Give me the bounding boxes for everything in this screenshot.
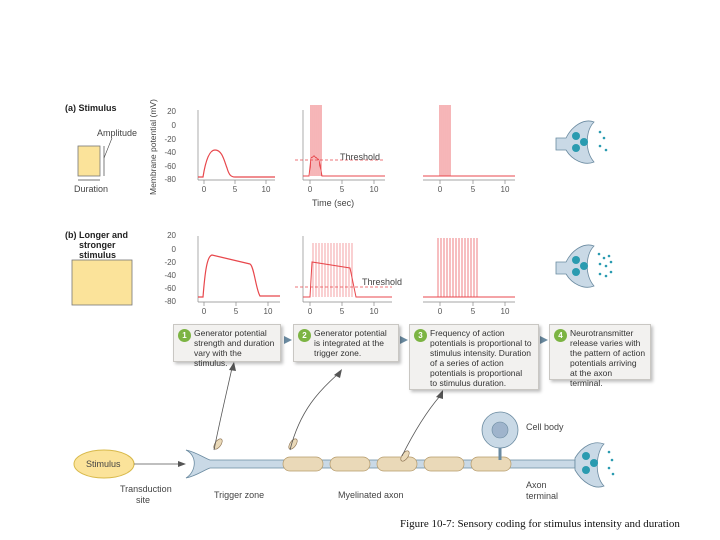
step-badge: 1: [178, 329, 191, 342]
step-text: release varies with: [570, 338, 641, 348]
x-axis-label: Time (sec): [312, 198, 355, 208]
panel-b-label: (b) Longer and: [65, 230, 128, 240]
myelinated-axon-label: Myelinated axon: [338, 490, 404, 500]
step-text: Neurotransmitter: [570, 328, 634, 338]
x-tick: 5: [233, 307, 239, 316]
x-tick: 5: [339, 307, 345, 316]
x-tick: 10: [500, 185, 510, 194]
axon-terminal-a: [555, 120, 608, 164]
x-tick: 10: [261, 185, 271, 194]
threshold-label-b: Threshold: [362, 277, 403, 287]
x-tick: 10: [369, 185, 379, 194]
step-text: potentials is proportional: [430, 368, 523, 378]
sensory-neuron: [73, 411, 615, 488]
generator-potential-a: [198, 149, 275, 178]
generator-potential-b: [198, 254, 280, 298]
x-tick: 0: [307, 185, 313, 194]
graph-a2: [302, 110, 385, 184]
stimulus-block-b: [71, 259, 133, 306]
x-tick: 0: [437, 185, 443, 194]
step-badge: 4: [554, 329, 567, 342]
y-tick: -60: [164, 284, 176, 293]
stimulus-label: Stimulus: [86, 459, 121, 469]
step-text: Generator potential: [314, 328, 387, 338]
transduction-label: Transduction: [120, 484, 172, 494]
panel-b-label-3: stimulus: [79, 250, 117, 260]
step-box-3: 3 Frequency of action potentials is prop…: [409, 324, 539, 390]
x-tick: 5: [339, 185, 345, 194]
y-tick: 20: [167, 231, 176, 240]
transduction-label-2: site: [136, 495, 151, 505]
y-tick: -60: [164, 162, 176, 171]
graph-a3: [423, 179, 515, 184]
y-tick: 0: [171, 245, 176, 254]
trigger-zone-label: Trigger zone: [214, 490, 265, 500]
graph-a1: [197, 110, 275, 184]
axon-terminal-label-2: terminal: [526, 491, 559, 501]
y-tick: -20: [164, 135, 176, 144]
x-tick: 5: [232, 185, 238, 194]
panel-b-label-2: stronger: [79, 240, 116, 250]
step-text: Frequency of action: [430, 328, 505, 338]
y-tick: 20: [167, 107, 176, 116]
step-text: stimulus intensity. Duration: [430, 348, 531, 358]
duration-label: Duration: [74, 184, 109, 194]
y-tick: -40: [164, 271, 176, 280]
x-tick: 0: [437, 307, 443, 316]
x-tick: 10: [369, 307, 379, 316]
step-text: to stimulus duration.: [430, 378, 507, 388]
y-tick: 0: [171, 121, 176, 130]
step-text: potentials is proportional to: [430, 338, 532, 348]
trigger-zone-trace-a: [303, 155, 385, 177]
graph-b1: [197, 236, 280, 306]
graph-b2: [302, 236, 392, 306]
step-text: potentials arriving: [570, 358, 637, 368]
step-text: strength and duration: [194, 338, 275, 348]
y-tick: -20: [164, 258, 176, 267]
x-tick: 0: [201, 185, 207, 194]
x-tick: 10: [500, 307, 510, 316]
step-text: trigger zone.: [314, 348, 362, 358]
cell-body-label: Cell body: [526, 422, 564, 432]
x-tick: 5: [470, 307, 476, 316]
step-box-4: 4 Neurotransmitter release varies with t…: [549, 324, 651, 388]
y-tick: -80: [164, 297, 176, 306]
step-text: at the axon terminal.: [570, 368, 613, 388]
figure-caption: Figure 10-7: Sensory coding for stimulus…: [400, 518, 680, 530]
step-text: of a series of action: [430, 358, 504, 368]
axon-terminal-label: Axon: [526, 480, 547, 490]
graph-b3: [423, 301, 515, 306]
threshold-label-a: Threshold: [340, 152, 381, 162]
y-tick: -40: [164, 148, 176, 157]
step-box-2: 2 Generator potential is integrated at t…: [293, 324, 399, 362]
x-tick: 5: [470, 185, 476, 194]
axon-terminal-b: [555, 244, 613, 288]
stimulus-block-a: [77, 145, 101, 177]
amplitude-label: Amplitude: [97, 128, 138, 138]
step-text: Generator potential: [194, 328, 267, 338]
x-tick: 0: [307, 307, 313, 316]
step-text: vary with the stimulus.: [194, 348, 242, 368]
x-tick: 0: [201, 307, 207, 316]
step-box-1: 1 Generator potential strength and durat…: [173, 324, 281, 368]
y-tick: -80: [164, 175, 176, 184]
step-text: the pattern of action: [570, 348, 646, 358]
step-badge: 3: [414, 329, 427, 342]
panel-a-label: (a) Stimulus: [65, 103, 117, 113]
step-text: is integrated at the: [314, 338, 384, 348]
step-badge: 2: [298, 329, 311, 342]
x-tick: 10: [263, 307, 273, 316]
